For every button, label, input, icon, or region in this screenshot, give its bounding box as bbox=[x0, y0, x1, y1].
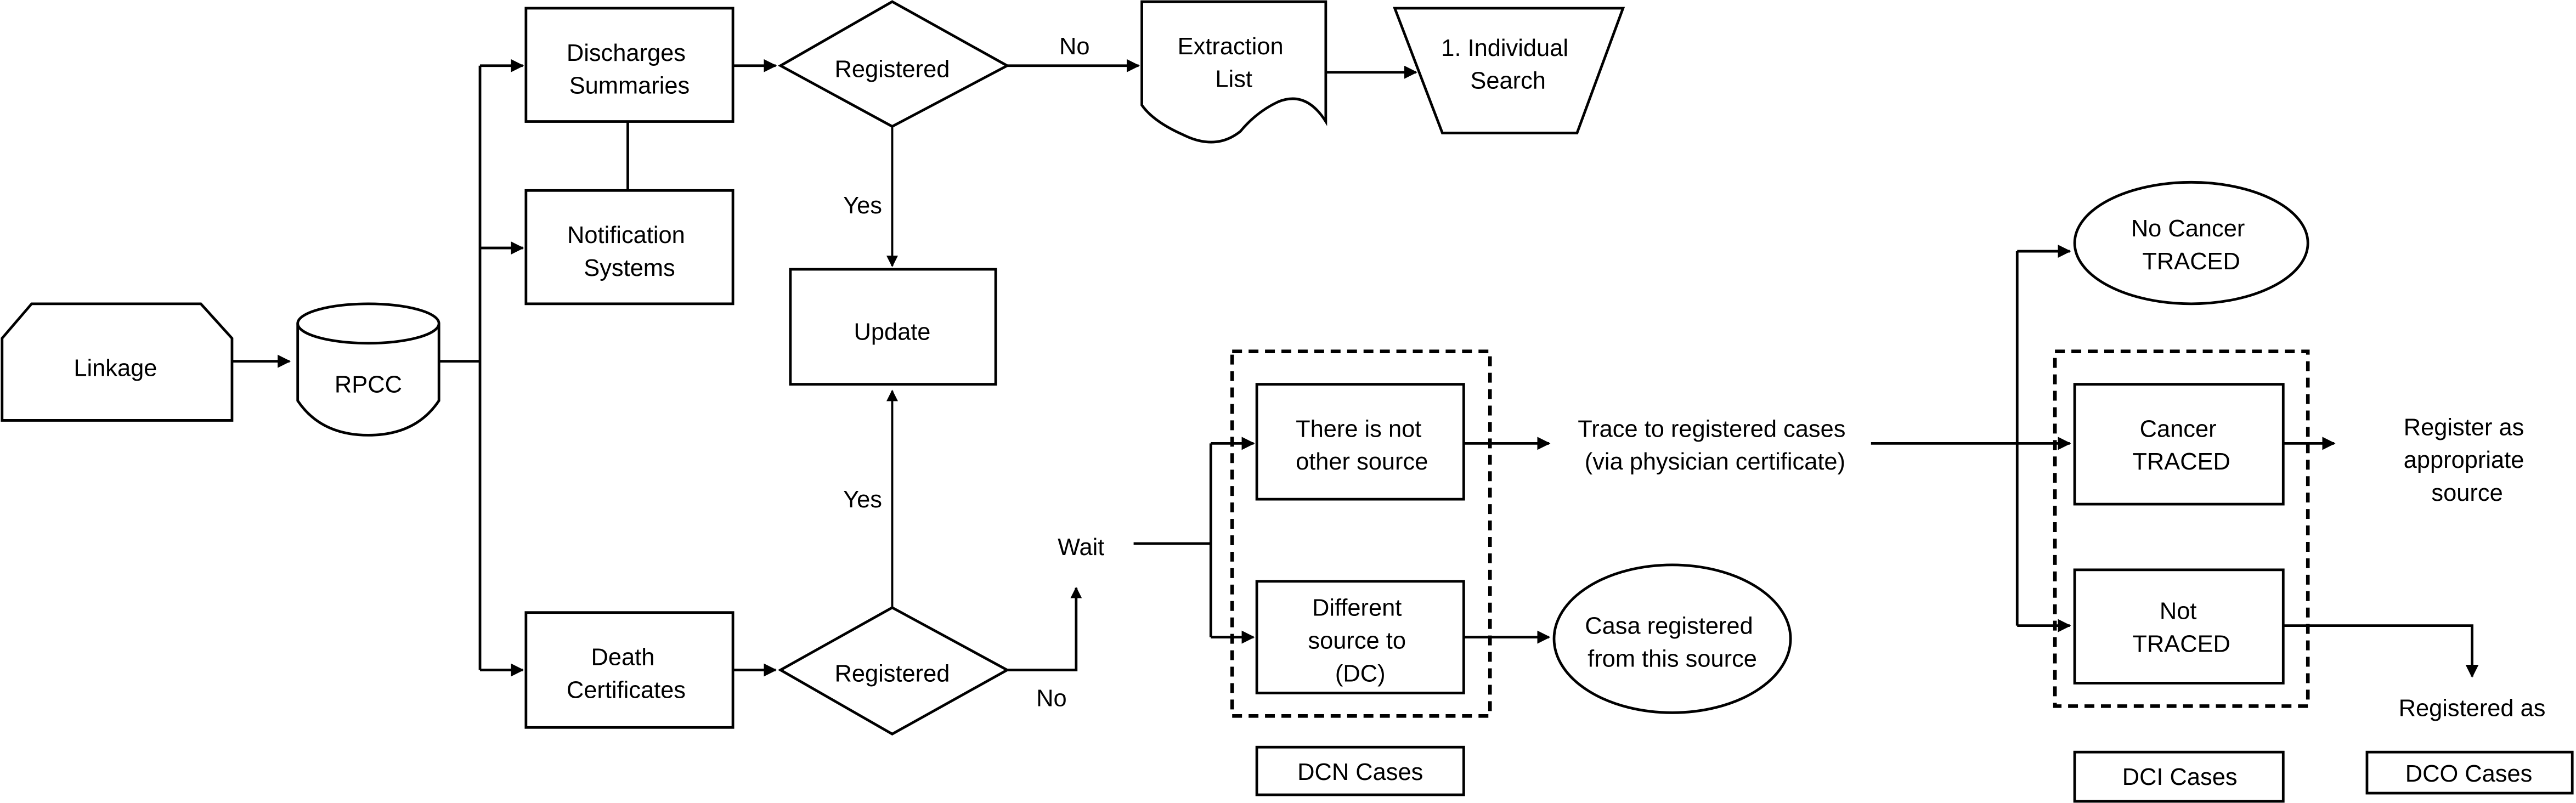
node-casa-registered-label: Casa registered from this source bbox=[1585, 613, 1759, 672]
edge-label-top-yes: Yes bbox=[843, 193, 882, 219]
edge-label-bottom-no: No bbox=[1036, 685, 1067, 711]
node-dcn-cases-label: DCN Cases bbox=[1297, 759, 1423, 785]
node-dco-cases[interactable]: DCO Cases bbox=[2365, 750, 2574, 795]
node-dci-cases[interactable]: DCI Cases bbox=[2073, 750, 2285, 803]
node-different-source[interactable]: Different source to (DC) bbox=[1255, 580, 1465, 694]
node-dcn-cases[interactable]: DCN Cases bbox=[1255, 745, 1465, 796]
node-registered-top-label: Registered bbox=[835, 56, 950, 83]
node-linkage-label: Linkage bbox=[74, 355, 157, 382]
node-discharges-summaries[interactable]: Discharges Summaries bbox=[524, 7, 735, 123]
node-update[interactable]: Update bbox=[789, 268, 997, 386]
node-notification-label: Notification Systems bbox=[567, 222, 692, 281]
node-wait-label: Wait bbox=[1058, 534, 1104, 561]
node-update-label: Update bbox=[854, 319, 930, 346]
node-no-other-source-label: There is not other source bbox=[1296, 416, 1428, 475]
node-individual-search-label: 1. Individual Search bbox=[1441, 35, 1575, 94]
node-not-traced-label: Not TRACED bbox=[2132, 598, 2230, 658]
node-no-cancer-traced-label: No Cancer TRACED bbox=[2131, 216, 2252, 275]
node-discharges-label: Discharges Summaries bbox=[567, 40, 692, 99]
edge-registered-bottom-wait bbox=[1007, 586, 1082, 671]
edge-label-bottom-yes: Yes bbox=[843, 487, 882, 513]
edge-not-traced-registered-as bbox=[2283, 624, 2479, 678]
node-registered-bottom[interactable]: Registered bbox=[778, 606, 1010, 736]
node-no-other-source[interactable]: There is not other source bbox=[1255, 383, 1465, 501]
node-registered-as-label: Registered as bbox=[2399, 695, 2546, 721]
node-cancer-traced-label: Cancer TRACED bbox=[2132, 416, 2230, 475]
node-linkage[interactable]: Linkage bbox=[1, 302, 234, 422]
node-rpcc-label: RPCC bbox=[335, 372, 402, 398]
node-registered-bottom-label: Registered bbox=[835, 660, 950, 687]
node-dco-cases-label: DCO Cases bbox=[2405, 761, 2533, 787]
node-extraction-list[interactable]: Extraction List bbox=[1140, 0, 1327, 144]
connectors bbox=[231, 59, 2479, 678]
node-death-certificates[interactable]: Death Certificates bbox=[524, 611, 735, 729]
node-cancer-traced[interactable]: Cancer TRACED bbox=[2073, 383, 2285, 506]
node-notification-systems[interactable]: Notification Systems bbox=[524, 189, 735, 306]
node-individual-search[interactable]: 1. Individual Search bbox=[1393, 7, 1625, 134]
node-extraction-list-label: Extraction List bbox=[1178, 33, 1290, 93]
node-trace-registered-label: Trace to registered cases (via physician… bbox=[1578, 416, 1852, 475]
node-register-appropriate-label: Register as appropriate source bbox=[2404, 414, 2531, 506]
node-rpcc[interactable]: RPCC bbox=[296, 302, 440, 437]
node-casa-registered[interactable]: Casa registered from this source bbox=[1552, 563, 1792, 714]
node-dci-cases-label: DCI Cases bbox=[2122, 764, 2238, 790]
node-death-certificates-label: Death Certificates bbox=[567, 644, 686, 704]
node-no-cancer-traced[interactable]: No Cancer TRACED bbox=[2073, 180, 2309, 306]
node-registered-top[interactable]: Registered bbox=[777, 0, 1010, 128]
node-different-source-label: Different source to (DC) bbox=[1308, 595, 1413, 687]
dci-group-frame bbox=[2053, 349, 2310, 708]
node-not-traced[interactable]: Not TRACED bbox=[2073, 568, 2285, 685]
edge-label-top-no: No bbox=[1059, 33, 1090, 60]
